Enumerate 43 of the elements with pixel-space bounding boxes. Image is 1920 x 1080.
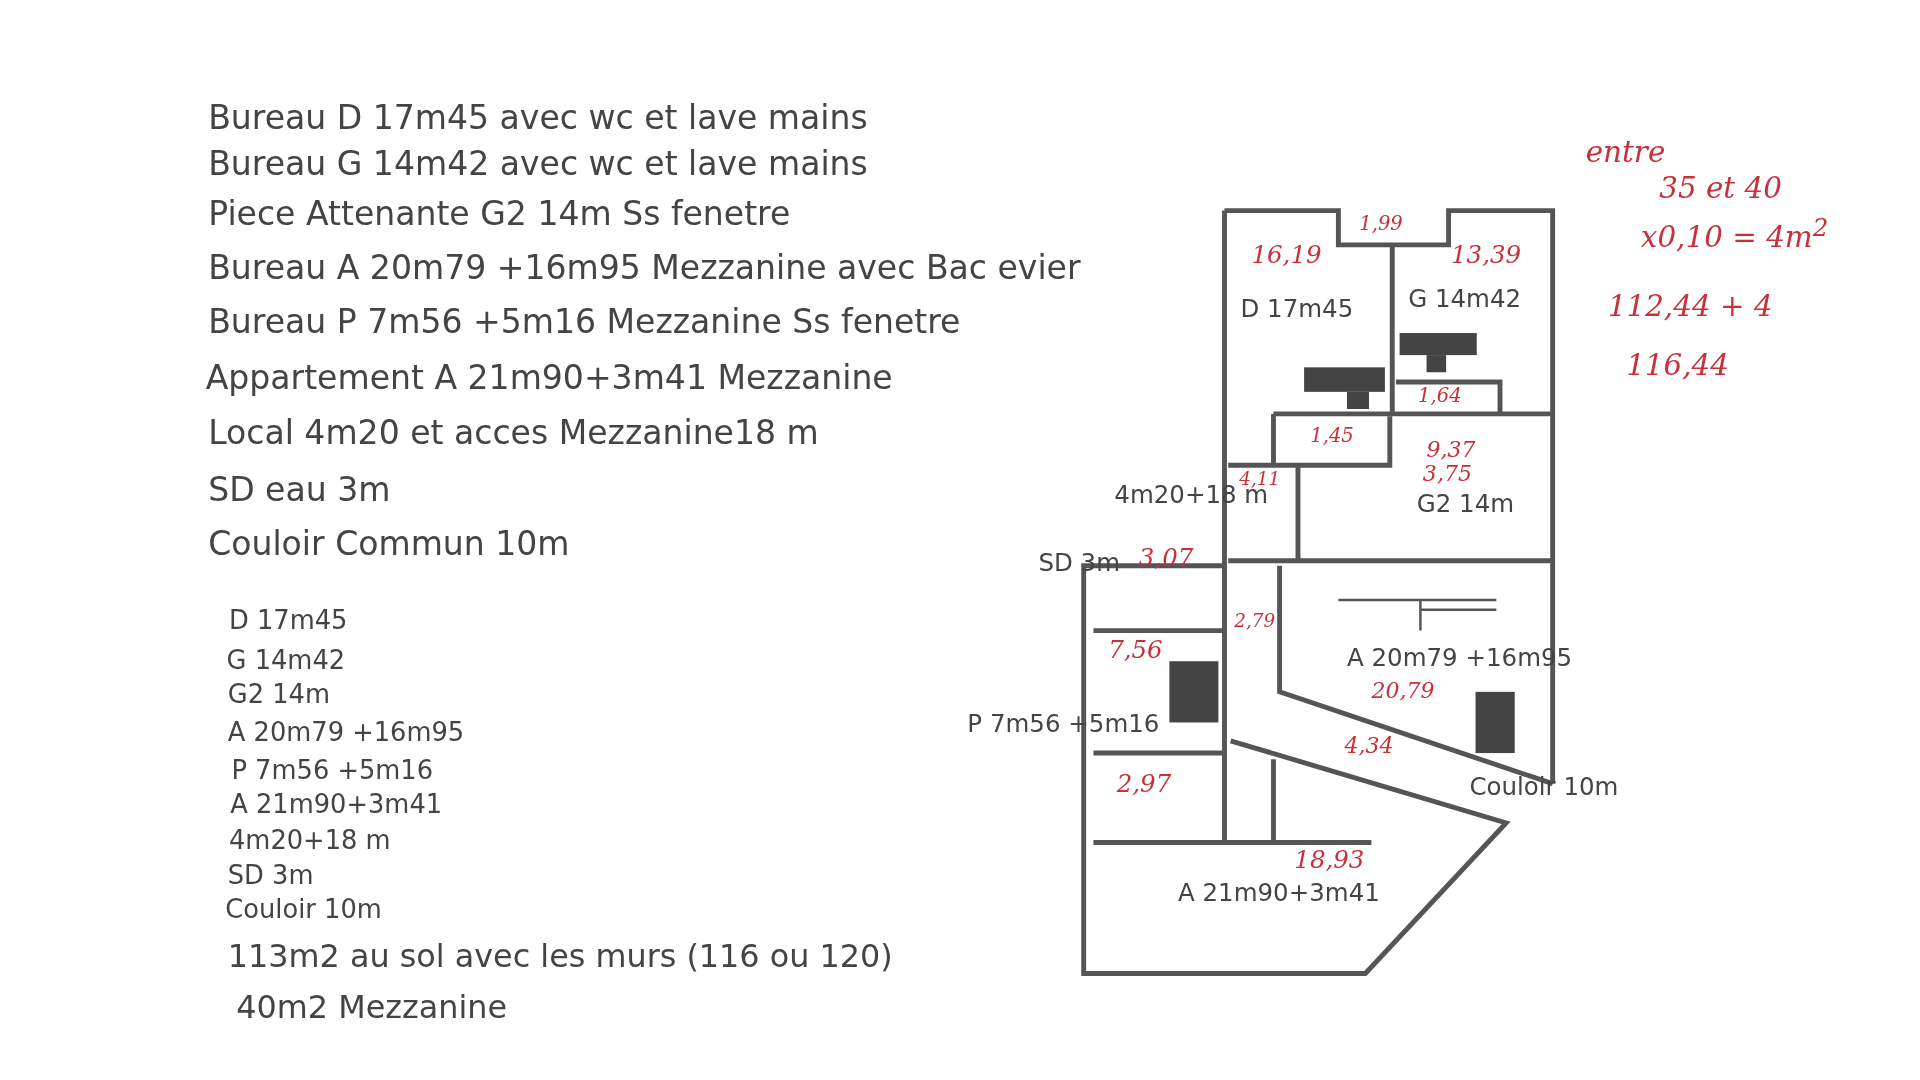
handwritten-area: 2,97 [1116, 771, 1172, 796]
room-label: D 17m45 [1240, 296, 1354, 321]
room-label: G 14m42 [1408, 286, 1522, 311]
handwritten-area: 7,56 [1108, 636, 1163, 662]
description-line: SD eau 3m [208, 472, 391, 506]
area-list-item: G2 14m [227, 682, 330, 708]
handwritten-note: entre [1585, 137, 1666, 167]
description-line: Appartement A 21m90+3m41 Mezzanine [205, 361, 893, 395]
handwritten-area: 18,93 [1294, 847, 1365, 872]
handwritten-note: x0,10 = 4m$^{2}$ [1640, 215, 1829, 253]
description-line: Bureau P 7m56 +5m16 Mezzanine Ss fenetre [208, 304, 961, 338]
area-list-item: A 21m90+3m41 [230, 792, 443, 818]
handwritten-area: 13,39 [1451, 242, 1522, 267]
description-line: Local 4m20 et acces Mezzanine18 m [208, 416, 819, 450]
handwritten-area: 9,37 [1426, 438, 1476, 461]
handwritten-note: 112,44 + 4 [1607, 291, 1773, 321]
total-area-note: 113m2 au sol avec les murs (116 ou 120) [227, 940, 893, 973]
area-list-item: D 17m45 [229, 608, 348, 635]
description-line: Piece Attenante G2 14m Ss fenetre [208, 197, 791, 231]
area-list-item: A 20m79 +16m95 [227, 720, 465, 746]
handwritten-area: 1,64 [1417, 385, 1462, 406]
area-list-item: Couloir 10m [225, 897, 382, 924]
handwritten-area: 2,79 [1234, 612, 1276, 631]
room-label: A 21m90+3m41 [1177, 880, 1380, 905]
room-label: G2 14m [1416, 491, 1515, 516]
handwritten-area: 16,19 [1251, 242, 1322, 267]
area-list-item: P 7m56 +5m16 [231, 757, 434, 784]
total-area-note: 40m2 Mezzanine [236, 990, 507, 1023]
room-caption: Couloir 10m [1469, 773, 1619, 799]
area-list-item: 4m20+18 m [229, 827, 391, 854]
area-list-item: G 14m42 [226, 647, 346, 674]
description-line: Bureau D 17m45 avec wc et lave mains [208, 100, 868, 134]
handwritten-area: 1,45 [1310, 426, 1354, 446]
description-line: Couloir Commun 10m [208, 526, 570, 560]
description-line: Bureau A 20m79 +16m95 Mezzanine avec Bac evier [208, 251, 1081, 285]
handwritten-area: 20,79 [1371, 679, 1435, 702]
description-line: Bureau G 14m42 avec wc et lave mains [208, 146, 868, 180]
handwritten-note: 116,44 [1626, 350, 1729, 380]
handwritten-area: 4,34 [1344, 734, 1394, 757]
handwritten-area: 1,99 [1359, 214, 1403, 234]
handwritten-note: 35 et 40 [1659, 173, 1782, 204]
handwritten-area: 3,75 [1422, 462, 1472, 485]
area-list-item: SD 3m [227, 863, 314, 889]
